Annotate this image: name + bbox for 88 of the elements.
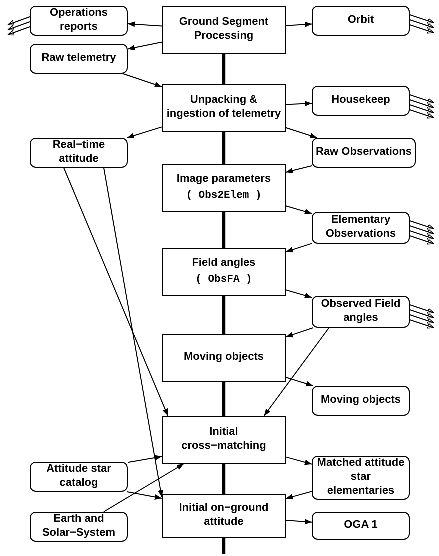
arrow — [286, 377, 314, 387]
connector-line — [222, 538, 226, 554]
data-box — [30, 138, 128, 168]
arrow — [286, 519, 312, 525]
arrow — [8, 16, 30, 26]
arrow — [286, 22, 312, 28]
connector-line — [222, 296, 226, 334]
data-box — [30, 512, 128, 542]
connector-line — [222, 382, 226, 416]
arrow — [286, 456, 312, 466]
arrow — [8, 22, 30, 31]
arrow — [410, 14, 434, 24]
connector-line — [222, 54, 226, 84]
box-label: Earth and Solar−System — [41, 513, 117, 541]
code-label: ( Obs2Elem ) — [186, 190, 262, 203]
box-label: Elementary Observations — [324, 214, 398, 242]
arrow — [410, 20, 434, 29]
arrow — [410, 304, 434, 314]
connector-line — [222, 212, 226, 248]
box-label: Initial cross−matching — [180, 426, 268, 454]
arrow — [410, 94, 434, 104]
process-box — [162, 334, 286, 382]
data-box — [312, 6, 410, 36]
data-box — [312, 386, 410, 416]
box-label: Initial on−ground attitude — [178, 502, 270, 530]
connector-line — [222, 132, 226, 164]
arrow — [410, 226, 434, 235]
arrow — [126, 492, 162, 500]
arrow — [410, 314, 434, 324]
box-label: Orbit — [348, 14, 374, 28]
box-label: Housekeep — [332, 94, 390, 108]
process-box — [162, 416, 286, 464]
arrow — [8, 26, 30, 36]
arrow — [410, 104, 434, 114]
arrow — [410, 110, 434, 119]
data-box — [312, 138, 416, 168]
arrow — [410, 230, 434, 240]
data-box — [30, 6, 128, 36]
arrow — [286, 101, 312, 107]
arrow — [128, 455, 162, 464]
box-label: Operations reports — [48, 7, 110, 35]
arrow — [410, 320, 434, 329]
box-label: OGA 1 — [344, 519, 378, 533]
code-label: ( ObsFA ) — [196, 274, 252, 287]
process-box — [162, 84, 286, 132]
arrow — [128, 22, 162, 28]
data-box — [312, 296, 410, 328]
arrow — [286, 206, 312, 214]
box-label: Image parameters — [176, 173, 272, 187]
process-box — [162, 494, 286, 538]
arrow — [286, 243, 312, 253]
arrow — [128, 42, 162, 51]
box-label: Field angles — [192, 257, 256, 271]
process-box — [162, 164, 286, 212]
data-box — [30, 462, 128, 492]
box-label: Raw Observations — [316, 146, 412, 160]
arrow — [104, 464, 184, 512]
arrow — [410, 100, 434, 109]
arrow — [126, 126, 162, 139]
data-box — [312, 212, 410, 244]
arrow — [286, 491, 312, 500]
arrow — [286, 290, 312, 298]
arrow — [286, 328, 314, 338]
box-label: Real−time attitude — [52, 139, 106, 167]
data-box — [312, 512, 410, 540]
box-label: Raw telemetry — [42, 52, 116, 66]
arrow — [286, 127, 318, 139]
arrow — [410, 220, 434, 230]
arrow — [410, 24, 434, 34]
box-label: Moving objects — [320, 394, 402, 408]
box-label: Moving objects — [184, 351, 264, 365]
process-box — [162, 248, 286, 296]
box-label: Unpacking & ingestion of telemetry — [166, 94, 282, 122]
arrow — [264, 328, 330, 416]
arrow — [410, 310, 434, 319]
box-label: Attitude star catalog — [46, 463, 112, 491]
arrow — [410, 236, 434, 245]
box-label: Observed Field angles — [320, 298, 402, 326]
arrow — [286, 166, 312, 174]
data-box — [30, 44, 128, 74]
process-box — [162, 6, 286, 54]
arrow — [64, 168, 169, 416]
box-label: Matched attitude star elementaries — [316, 457, 406, 499]
arrow — [104, 168, 164, 498]
arrow — [122, 74, 162, 88]
data-box — [312, 86, 410, 116]
box-label: Ground Segment Processing — [178, 16, 270, 44]
connector-line — [222, 464, 226, 494]
